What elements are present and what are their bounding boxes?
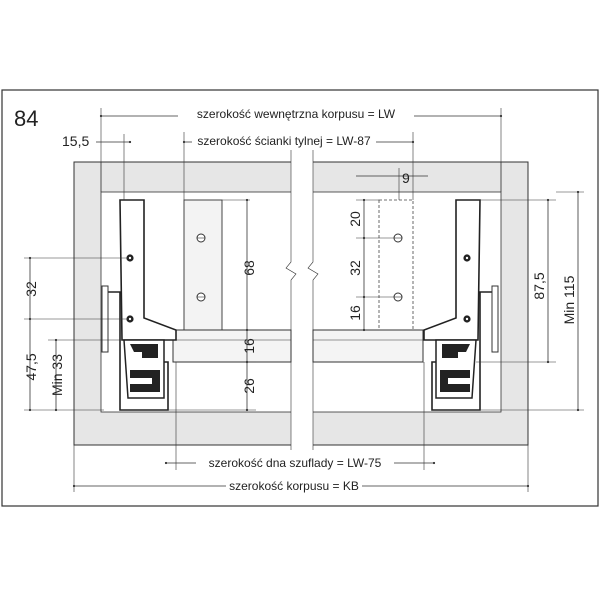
dim-back-wall-width: szerokość ścianki tylnej = LW-87 <box>182 132 415 200</box>
dim-right-16: 16 <box>347 297 379 332</box>
dim-center-26: 26 <box>168 362 257 412</box>
break-lines <box>285 150 319 450</box>
label-back-wall-width: szerokość ścianki tylnej = LW-87 <box>197 134 371 148</box>
dim-gap-9: 9 <box>356 168 428 200</box>
dim-text-16-center: 16 <box>241 338 257 354</box>
dim-left-min-33: Min 33 <box>48 338 122 412</box>
dim-right-32: 32 <box>347 238 394 299</box>
dim-right-87-5: 87,5 <box>476 198 556 364</box>
label-cabinet-width: szerokość korpusu = KB <box>229 479 359 493</box>
drawer-bottom <box>172 329 424 363</box>
dim-text-47-5: 47,5 <box>23 353 39 380</box>
dim-center-68: 68 <box>222 198 257 332</box>
dim-text-min-115: Min 115 <box>561 275 577 324</box>
dim-text-20: 20 <box>347 211 363 227</box>
dim-inner-width: szerokość wewnętrzna korpusu = LW <box>99 106 503 192</box>
dim-text-min-33: Min 33 <box>49 354 65 396</box>
dim-text-9: 9 <box>402 170 410 186</box>
right-drawer-side <box>423 199 499 411</box>
dim-center-16: 16 <box>176 330 257 364</box>
dim-text-32-right: 32 <box>347 260 363 276</box>
dim-cabinet-width: szerokość korpusu = KB <box>72 445 530 493</box>
figure-number: 84 <box>14 106 38 131</box>
dim-text-32-left: 32 <box>23 281 39 297</box>
dim-right-min-115: Min 115 <box>480 190 584 412</box>
dim-right-20: 20 <box>347 198 394 240</box>
label-inner-width: szerokość wewnętrzna korpusu = LW <box>197 107 396 121</box>
dim-text-15-5: 15,5 <box>62 133 89 149</box>
dim-left-47-5: 47,5 <box>23 319 104 412</box>
figure-frame <box>1 89 599 507</box>
dim-left-32: 32 <box>23 256 128 321</box>
left-drawer-side <box>101 199 177 411</box>
break-gap <box>291 150 313 450</box>
dim-bottom-width: szerokość dna szuflady = LW-75 <box>164 362 436 470</box>
dim-text-16-right: 16 <box>347 305 363 321</box>
back-wall-left <box>183 199 223 331</box>
label-bottom-width: szerokość dna szuflady = LW-75 <box>209 456 382 470</box>
dim-text-26: 26 <box>241 378 257 394</box>
dim-text-87-5: 87,5 <box>531 272 547 299</box>
dim-text-68: 68 <box>241 260 257 276</box>
dim-offset-15-5: 15,5 <box>62 133 132 200</box>
